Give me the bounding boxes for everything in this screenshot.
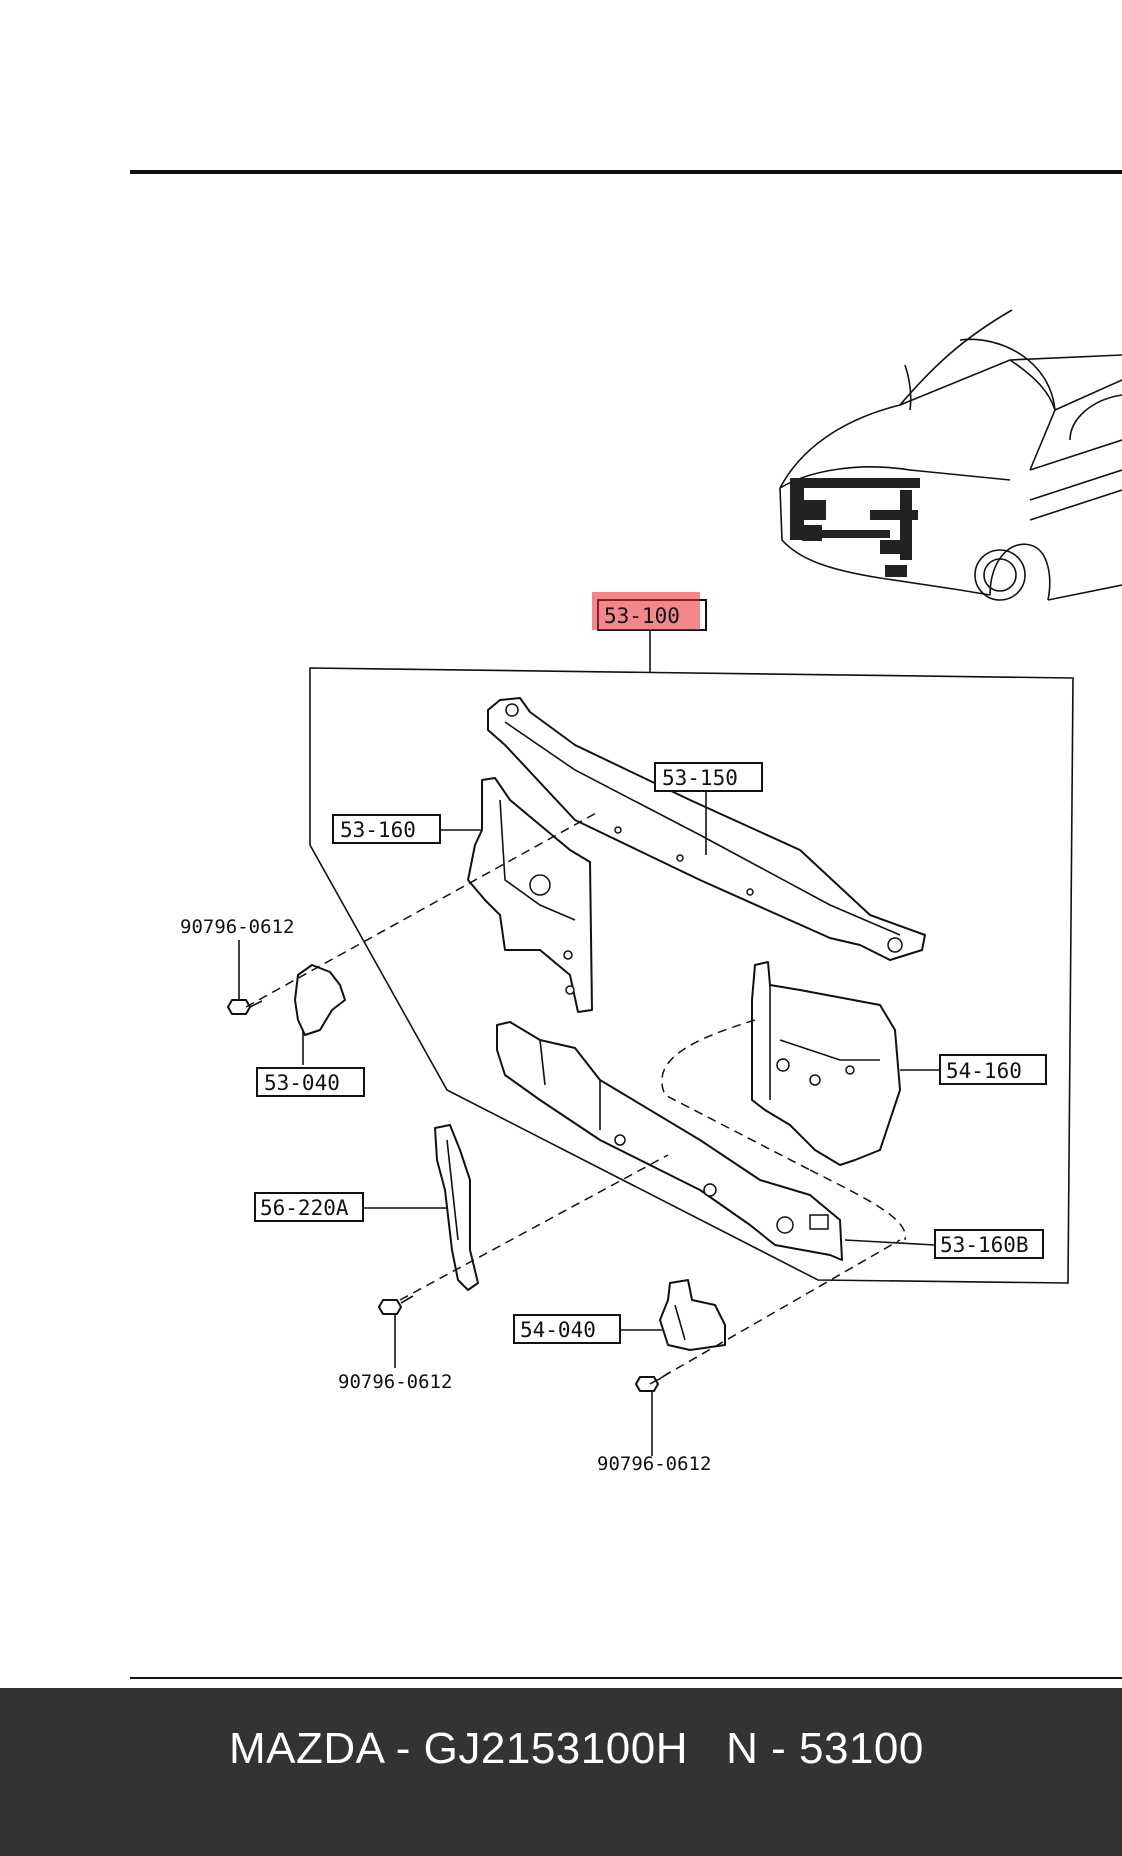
bolt-right-graphic: [635, 1371, 671, 1456]
svg-text:53-160: 53-160: [340, 818, 416, 842]
right-bracket-label[interactable]: 54-040: [513, 1314, 621, 1344]
svg-text:53-100: 53-100: [604, 604, 680, 628]
lower-member-label[interactable]: 53-160B: [934, 1229, 1044, 1259]
bolt-left-label[interactable]: 90796-0612: [180, 916, 294, 938]
car-illustration: [779, 309, 1122, 601]
bolt-right-label[interactable]: 90796-0612: [597, 1453, 711, 1475]
left-shroud: [467, 777, 593, 1013]
bolt-mid-label[interactable]: 90796-0612: [338, 1371, 452, 1393]
left-bracket-label[interactable]: 53-040: [256, 1067, 365, 1097]
svg-text:53-040: 53-040: [264, 1071, 340, 1095]
svg-text:54-160: 54-160: [946, 1059, 1022, 1083]
assembly-label[interactable]: 53-100: [592, 592, 707, 631]
parts-diagram: 53-100 53-150 53-160 53-040 54-160 53-16…: [130, 170, 1122, 1679]
right-bracket: [659, 1279, 726, 1351]
bolt-mid-graphic: [378, 1295, 414, 1368]
right-shroud: [751, 961, 901, 1166]
caption-bar: MAZDA - GJ2153100H N - 53100: [0, 1688, 1122, 1856]
svg-text:53-150: 53-150: [662, 766, 738, 790]
assembly-label-highlight: [592, 592, 700, 630]
upper-member-label[interactable]: 53-150: [654, 762, 763, 792]
svg-text:54-040: 54-040: [520, 1318, 596, 1342]
svg-text:53-160B: 53-160B: [940, 1233, 1029, 1257]
bolt-left-graphic: [227, 940, 263, 1015]
assembly-outline: [309, 667, 1074, 1284]
caption-text: MAZDA - GJ2153100H N - 53100: [229, 1724, 924, 1773]
left-stay-label[interactable]: 56-220A: [254, 1192, 364, 1222]
lower-member: [496, 1021, 843, 1261]
svg-text:56-220A: 56-220A: [260, 1196, 349, 1220]
left-stay: [434, 1124, 479, 1291]
left-bracket: [294, 964, 346, 1036]
right-shroud-label[interactable]: 54-160: [939, 1054, 1047, 1085]
left-shroud-label[interactable]: 53-160: [332, 814, 441, 844]
